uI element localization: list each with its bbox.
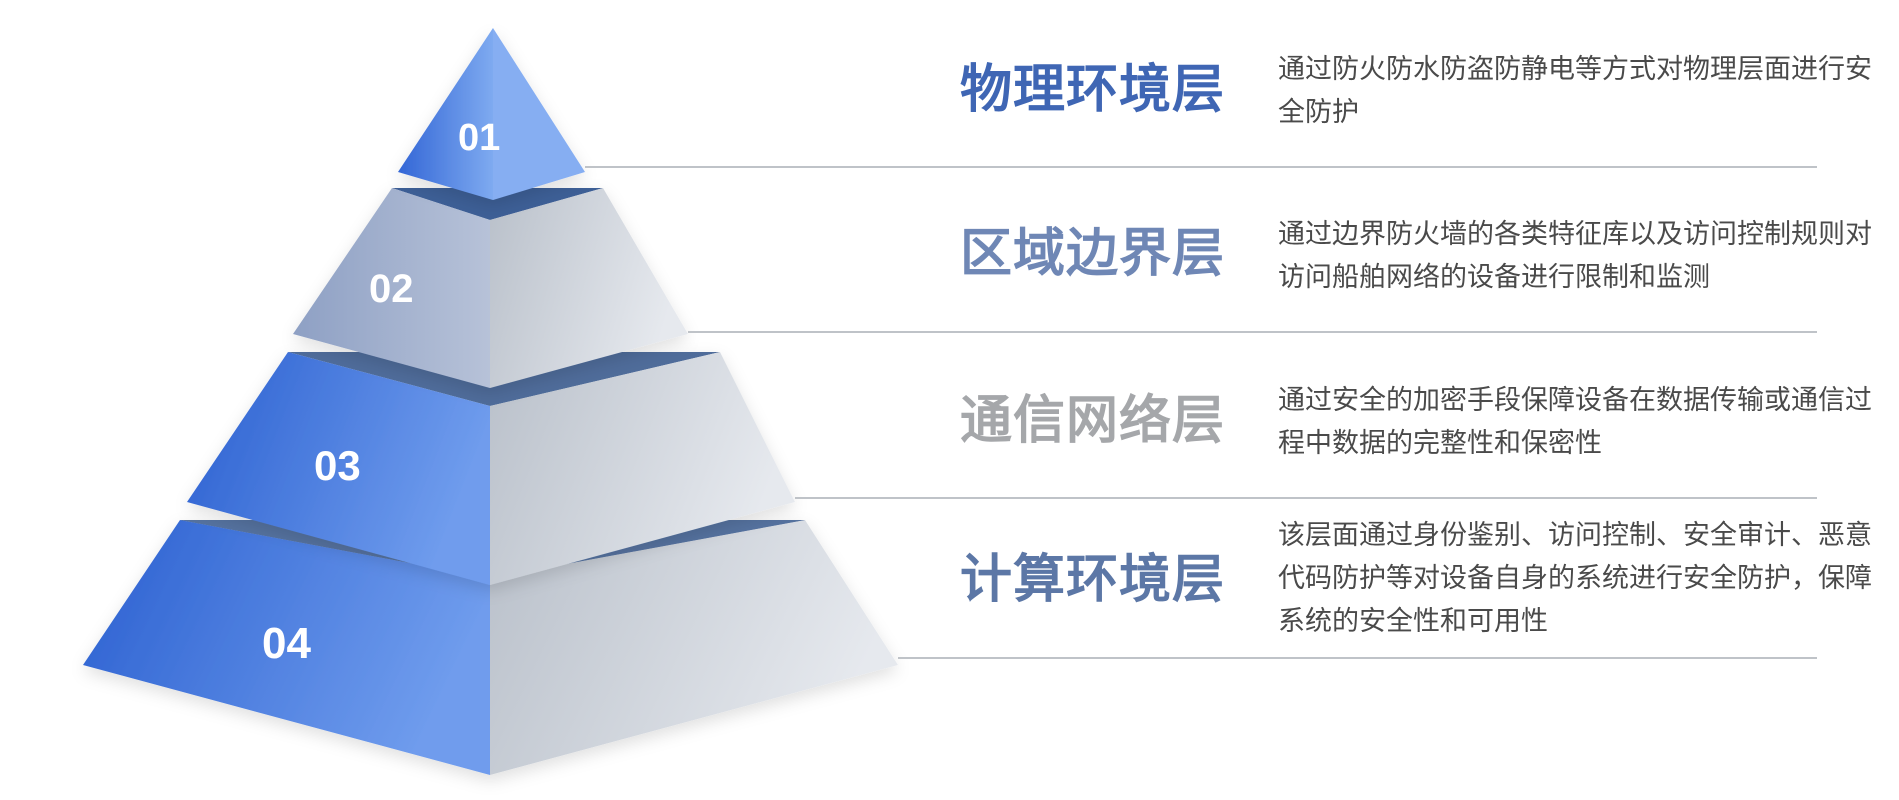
layer-04-title: 计算环境层 <box>960 550 1226 610</box>
tier-02-left-face <box>293 188 490 388</box>
tier-03-left-face <box>187 352 490 585</box>
tier-02-top-surface <box>392 188 603 220</box>
tier-01 <box>398 28 585 200</box>
tier-03 <box>187 352 795 585</box>
tier-02-right-face <box>490 188 688 388</box>
tier-01-right-face <box>493 28 585 200</box>
layer-03-description: 通过安全的加密手段保障设备在数据传输或通信过程中数据的完整性和保密性 <box>1278 385 1872 459</box>
tier-01-left-face <box>398 28 493 200</box>
layer-02-description: 通过边界防火墙的各类特征库以及访问控制规则对访问船舶网络的设备进行限制和监测 <box>1278 219 1872 293</box>
layer-01-description: 通过防火防水防盗防静电等方式对物理层面进行安全防护 <box>1278 54 1872 128</box>
tier-01-number: 01 <box>458 117 500 159</box>
layer-04-description: 该层面通过身份鉴别、访问控制、安全审计、恶意代码防护等对设备自身的系统进行安全防… <box>1278 520 1872 637</box>
tier-03-right-face <box>490 352 795 585</box>
tier-02-number: 02 <box>369 267 414 311</box>
tier-04-number: 04 <box>262 619 311 668</box>
tier-03-number: 03 <box>314 442 361 489</box>
divider-4 <box>898 657 1817 659</box>
divider-1 <box>585 166 1817 168</box>
tier-04-right-face <box>490 520 898 775</box>
divider-3 <box>795 497 1817 499</box>
layer-03-title: 通信网络层 <box>960 391 1226 451</box>
tier-02 <box>293 188 688 388</box>
layer-01-title: 物理环境层 <box>960 60 1226 120</box>
layer-02-title: 区域边界层 <box>960 224 1226 284</box>
tier-04-left-face <box>83 520 490 775</box>
divider-2 <box>688 331 1817 333</box>
